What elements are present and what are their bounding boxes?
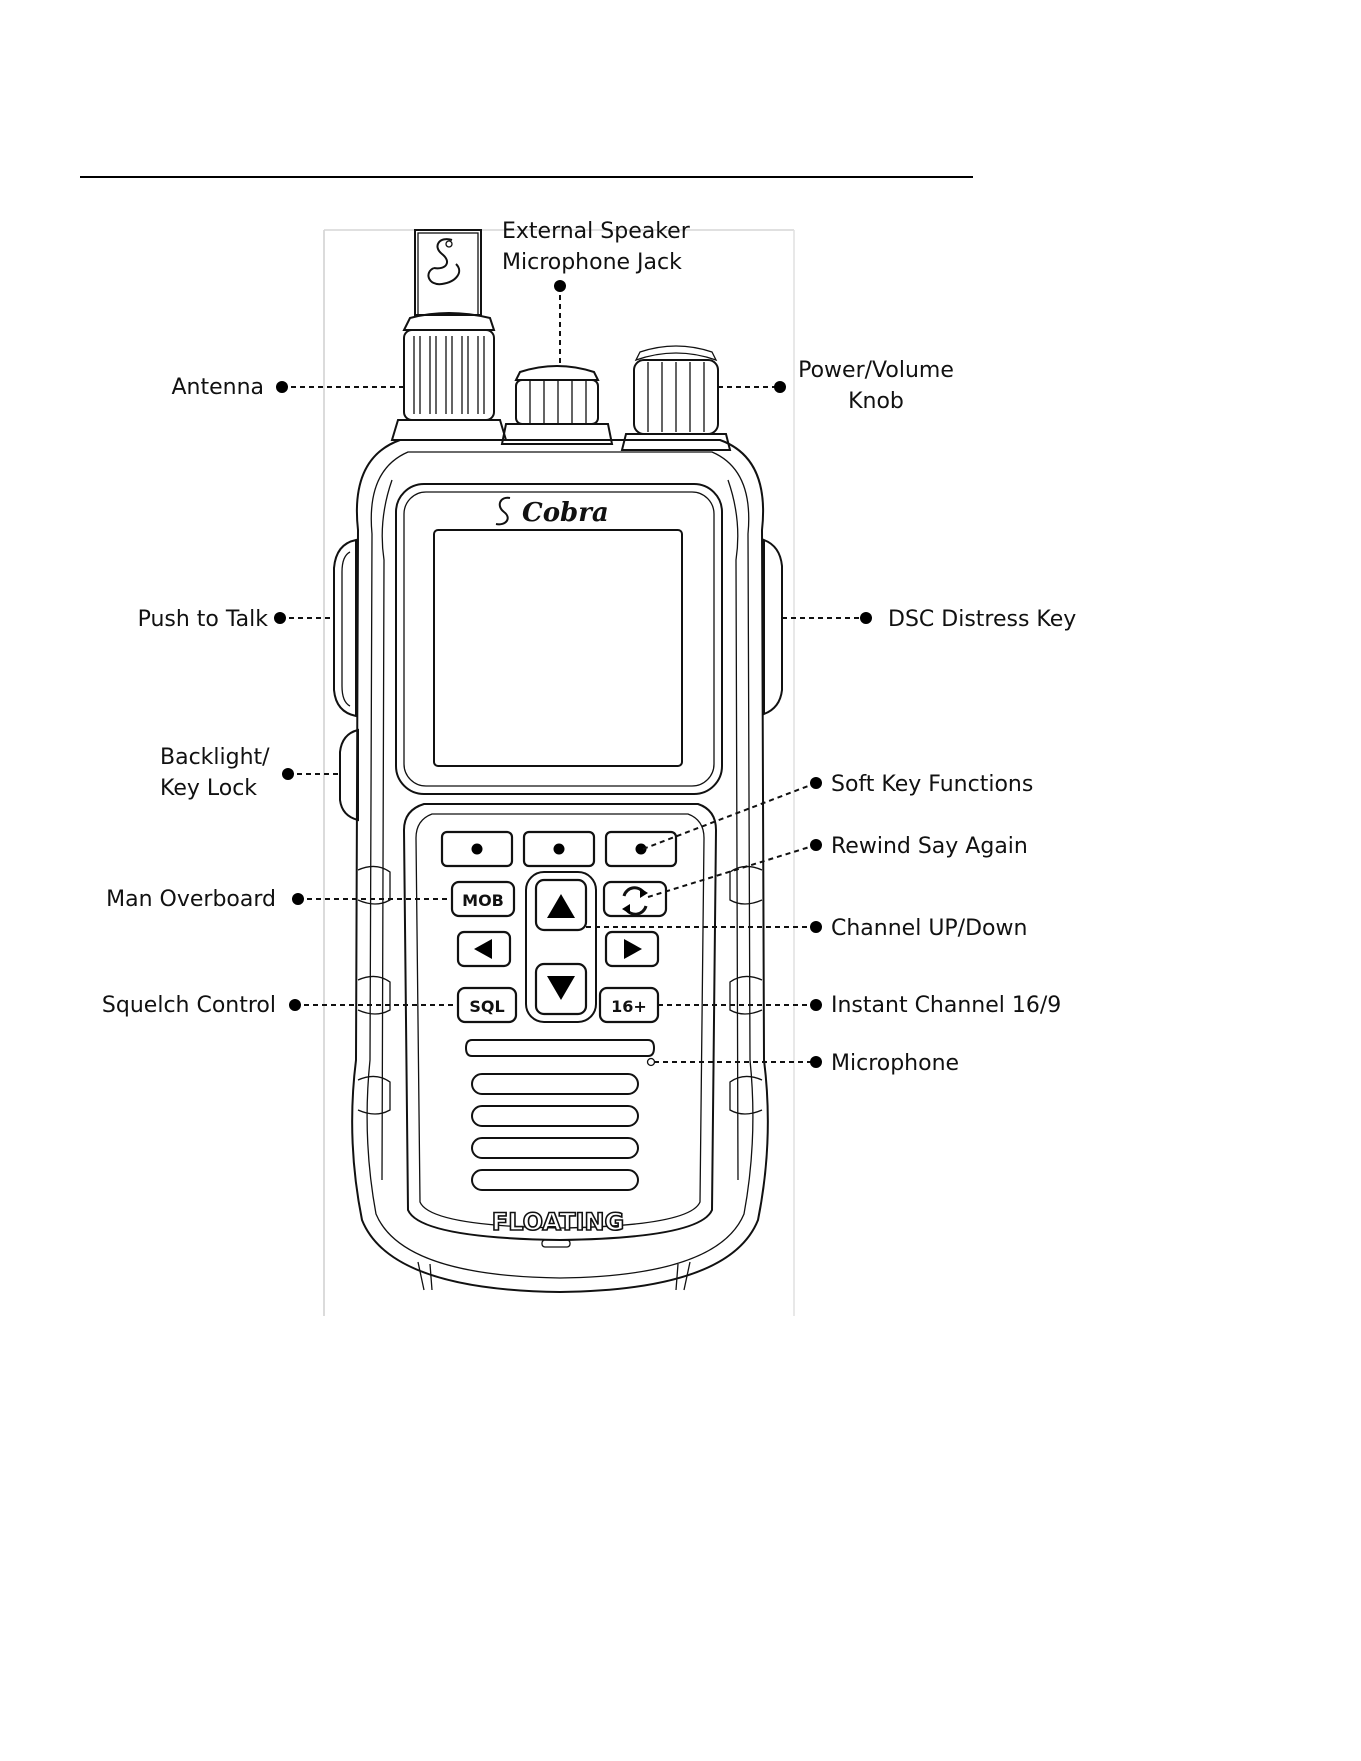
push-to-talk-button <box>334 540 356 716</box>
label-power-volume-2: Knob <box>848 389 904 414</box>
label-squelch: Squelch Control <box>102 993 276 1018</box>
label-external-speaker-1: External Speaker <box>502 219 691 244</box>
label-backlight-2: Key Lock <box>160 776 257 801</box>
floating-label: FLOATING <box>492 1208 624 1236</box>
label-push-to-talk: Push to Talk <box>138 607 269 632</box>
power-volume-knob <box>622 346 730 450</box>
label-antenna: Antenna <box>171 375 264 400</box>
label-power-volume-1: Power/Volume <box>798 358 954 383</box>
sql-key-label: SQL <box>469 997 504 1016</box>
label-man-overboard: Man Overboard <box>106 887 276 912</box>
label-channel: Channel UP/Down <box>831 916 1027 941</box>
brand-logo: Cobra <box>522 498 609 528</box>
label-rewind: Rewind Say Again <box>831 834 1028 859</box>
label-soft-key: Soft Key Functions <box>831 772 1033 797</box>
cobra-snake-logo-icon <box>428 239 459 284</box>
speaker-grille <box>466 1040 654 1190</box>
label-microphone: Microphone <box>831 1051 959 1076</box>
label-external-speaker-2: Microphone Jack <box>502 250 682 275</box>
soft-keys <box>442 832 676 866</box>
microphone-hole <box>648 1059 655 1066</box>
display-screen <box>434 530 682 766</box>
callout-labels: External Speaker Microphone Jack Antenna… <box>102 219 1076 1076</box>
external-speaker-jack <box>502 366 612 444</box>
image-frame <box>324 230 794 1316</box>
antenna <box>392 230 506 440</box>
backlight-key-lock-button <box>340 730 358 820</box>
label-dsc-distress: DSC Distress Key <box>888 607 1076 632</box>
label-backlight-1: Backlight/ <box>160 745 270 770</box>
mob-key-label: MOB <box>462 891 504 910</box>
dsc-distress-key <box>764 540 782 714</box>
label-instant-channel: Instant Channel 16/9 <box>831 993 1061 1018</box>
radio-device: Cobra MOB <box>334 230 782 1292</box>
instant-16-key-label: 16+ <box>611 997 647 1016</box>
